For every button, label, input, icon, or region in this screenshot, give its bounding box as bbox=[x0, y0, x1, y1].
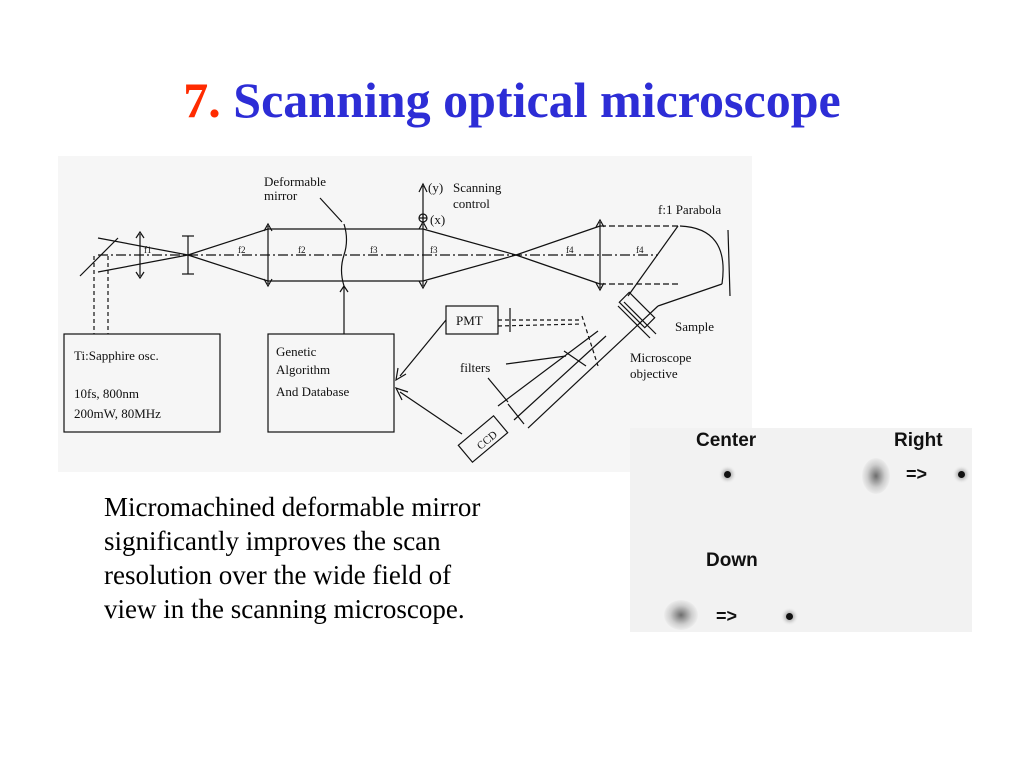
down-spot-aberrated bbox=[664, 600, 698, 630]
focal-label: f3 bbox=[430, 245, 438, 255]
objective-label-1: Microscope bbox=[630, 350, 692, 365]
right-arrow: => bbox=[906, 464, 928, 484]
description-line: view in the scanning microscope. bbox=[104, 594, 465, 624]
ccd-label: CCD bbox=[475, 429, 500, 453]
center-spot bbox=[724, 471, 731, 478]
scanning-control-label-1: Scanning bbox=[453, 180, 502, 195]
focal-label: f1 bbox=[144, 245, 152, 255]
genetic-label-3: And Database bbox=[276, 384, 350, 399]
center-label: Center bbox=[696, 430, 757, 451]
sample-slide bbox=[618, 291, 656, 329]
focal-label: f4 bbox=[566, 245, 574, 255]
filters-label: filters bbox=[460, 360, 490, 375]
right-spot-aberrated bbox=[862, 458, 890, 494]
x-axis-label: (x) bbox=[430, 212, 445, 227]
description-line: Micromachined deformable mirror bbox=[104, 492, 481, 522]
sapphire-spec-1: 10fs, 800nm bbox=[74, 386, 139, 401]
focal-label: f3 bbox=[370, 245, 378, 255]
title-number: 7. bbox=[183, 72, 221, 128]
lens-f4 bbox=[595, 218, 605, 292]
objective-label-2: objective bbox=[630, 366, 678, 381]
lens-f2 bbox=[263, 222, 273, 288]
description-line: resolution over the wide field of bbox=[104, 560, 452, 590]
focal-label: f2 bbox=[298, 245, 306, 255]
fold-mirror bbox=[79, 237, 119, 277]
genetic-algorithm-box bbox=[267, 333, 395, 433]
deformable-mirror-label-1: Deformable bbox=[264, 174, 326, 189]
parabolic-mirror bbox=[679, 225, 724, 285]
sapphire-label: Ti:Sapphire osc. bbox=[74, 348, 159, 363]
genetic-label-1: Genetic bbox=[276, 344, 317, 359]
pinhole bbox=[182, 235, 194, 275]
deformable-mirror-label-2: mirror bbox=[264, 188, 298, 203]
y-axis-label: (y) bbox=[428, 180, 443, 195]
sapphire-spec-2: 200mW, 80MHz bbox=[74, 406, 161, 421]
down-arrow: => bbox=[716, 606, 738, 626]
down-label: Down bbox=[706, 550, 758, 571]
optical-setup-diagram: Deformable mirror (y) (x) Scanning contr… bbox=[58, 156, 752, 472]
parabola-label: f:1 Parabola bbox=[658, 202, 721, 217]
focal-label: f2 bbox=[238, 245, 246, 255]
sample-label: Sample bbox=[675, 319, 714, 334]
focal-spot-image: Center Right Down => => bbox=[630, 428, 972, 632]
description-line: significantly improves the scan bbox=[104, 526, 441, 556]
description-text: Micromachined deformable mirror signific… bbox=[104, 490, 604, 626]
deformable-mirror bbox=[340, 223, 348, 287]
right-label: Right bbox=[894, 430, 943, 451]
slide-title: 7. Scanning optical microscope bbox=[0, 70, 1024, 130]
sapphire-laser-box bbox=[63, 333, 221, 433]
pmt-label: PMT bbox=[456, 313, 483, 328]
title-text: Scanning optical microscope bbox=[233, 72, 841, 128]
focal-label: f4 bbox=[636, 245, 644, 255]
genetic-label-2: Algorithm bbox=[276, 362, 330, 377]
scanning-control-label-2: control bbox=[453, 196, 490, 211]
ccd-box bbox=[457, 414, 509, 464]
down-spot-corrected bbox=[786, 613, 793, 620]
lens-f1 bbox=[135, 230, 145, 280]
right-spot-corrected bbox=[958, 471, 965, 478]
